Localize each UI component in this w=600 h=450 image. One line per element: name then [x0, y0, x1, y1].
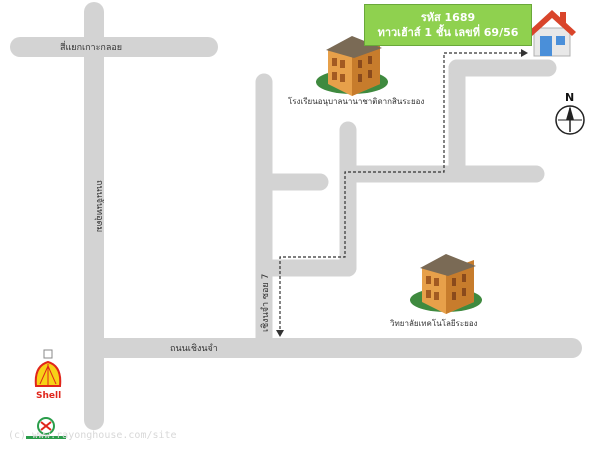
- bank-logo: [26, 417, 66, 439]
- road-bottom-label: ถนนเชิงนจำ: [170, 343, 218, 354]
- road-left-label: ถนนจันทอุดม: [94, 180, 104, 232]
- shell-text: Shell: [36, 391, 61, 401]
- shell-logo: Shell: [34, 349, 62, 401]
- roads: [10, 2, 582, 430]
- property-code: รหัส 1689: [420, 11, 476, 24]
- soi-label: เชิงนจำ ซอย 7: [260, 274, 271, 332]
- route-path: [279, 52, 524, 334]
- college-label: วิทยาลัยเทคโนโลยีระยอง: [389, 318, 477, 328]
- compass-north-label: N: [565, 91, 574, 104]
- college-building-icon: [410, 254, 482, 314]
- school-label: โรงเรียนอนุบาลนานาชาติดากสินระยอง: [288, 96, 424, 106]
- road-top-label: สี่แยกเกาะกลอย: [60, 40, 122, 53]
- compass-icon: [555, 105, 585, 135]
- school-building-icon: [316, 36, 388, 96]
- route-arrow-down: [276, 330, 284, 337]
- route-arrow-right: [521, 49, 528, 57]
- address-info-box: รหัส 1689 ทาวเฮ้าส์ 1 ชั้น เลขที่ 69/56: [364, 4, 532, 46]
- property-address: ทาวเฮ้าส์ 1 ชั้น เลขที่ 69/56: [377, 26, 519, 39]
- house-icon: [528, 10, 576, 57]
- copyright-watermark: (c) www.rayonghouse.com/site: [8, 430, 177, 441]
